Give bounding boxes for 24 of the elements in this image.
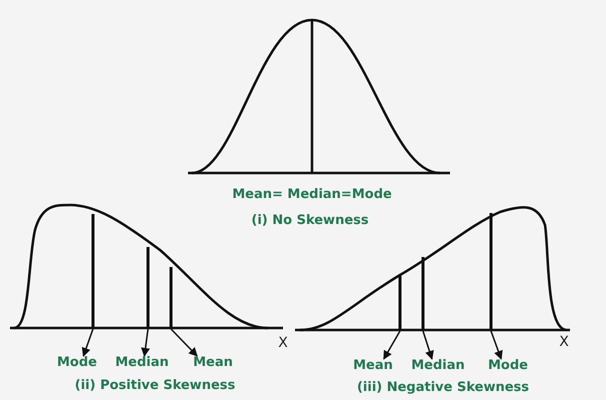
panel-caption: (i) No Skewness — [251, 213, 369, 229]
vertical-line — [170, 267, 172, 328]
measure-label: Mode — [57, 355, 97, 371]
measure-label: Median — [115, 355, 169, 371]
axis-label: X — [559, 334, 569, 350]
vertical-line — [92, 214, 94, 328]
arrow — [422, 330, 434, 360]
vertical-line — [398, 276, 402, 330]
arrow — [383, 330, 401, 360]
arrow — [141, 328, 150, 357]
measure-label: Median — [411, 358, 465, 374]
vertical-line — [422, 257, 424, 330]
measure-label: Mean — [353, 358, 393, 374]
arrow — [490, 330, 503, 360]
measure-label: Mode — [488, 358, 528, 374]
panel-caption: (ii) Positive Skewness — [74, 378, 236, 394]
arrow — [170, 328, 198, 357]
panel-caption: (iii) Negative Skewness — [356, 380, 530, 396]
vertical-line — [490, 213, 492, 330]
measure-label: Mean — [193, 355, 233, 371]
arrow — [82, 328, 94, 357]
vertical-line — [146, 247, 150, 328]
equality-caption: Mean= Median=Mode — [232, 187, 392, 203]
axis-label: X — [278, 335, 288, 351]
